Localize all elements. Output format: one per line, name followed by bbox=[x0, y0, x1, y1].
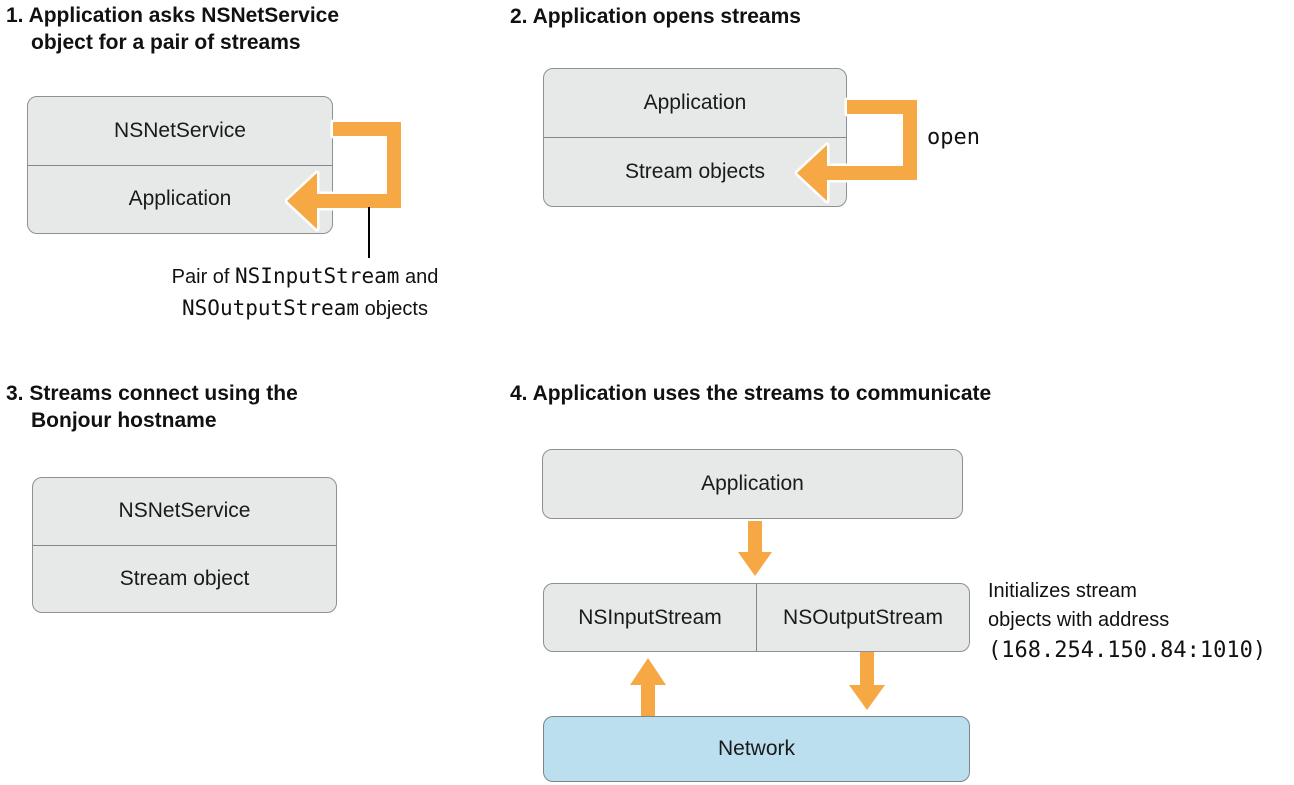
step3-box-top-cell: NSNetService bbox=[33, 478, 336, 545]
u-turn-arrow-icon bbox=[285, 119, 404, 232]
step2-box-bottom-label: Stream objects bbox=[624, 160, 766, 183]
step1-caption-line1: Pair of NSInputStream and bbox=[110, 261, 500, 293]
step4-note: Initializes stream objects with address … bbox=[988, 577, 1294, 666]
step4-network-label: Network bbox=[717, 737, 796, 760]
step2-box-bottom-cell: Stream objects bbox=[544, 137, 846, 206]
step4-network-cell: Network bbox=[544, 717, 969, 781]
callout-line bbox=[368, 207, 370, 258]
step4-inputstream-label: NSInputStream bbox=[578, 605, 722, 629]
step4-outputstream-cell: NSOutputStream bbox=[756, 584, 969, 651]
step1-caption-line2: NSOutputStream objects bbox=[110, 293, 500, 325]
step1-box-bottom-cell: Application bbox=[28, 164, 332, 234]
caption-code-nsinputstream: NSInputStream bbox=[235, 264, 400, 288]
step4-application-cell: Application bbox=[543, 450, 962, 518]
u-turn-arrow-icon bbox=[795, 97, 920, 204]
step4-outputstream-label: NSOutputStream bbox=[783, 605, 943, 629]
step1-caption: Pair of NSInputStream and NSOutputStream… bbox=[110, 261, 500, 325]
step1-heading: 1. Application asks NSNetService object … bbox=[6, 4, 340, 54]
step3-box-top-label: NSNetService bbox=[118, 499, 251, 523]
step4-streams-box: NSInputStream NSOutputStream bbox=[543, 583, 970, 652]
step3-box-bottom-cell: Stream object bbox=[33, 544, 336, 613]
step3-box: NSNetService Stream object bbox=[32, 477, 337, 613]
step4-note-address: (168.254.150.84:1010) bbox=[988, 638, 1267, 663]
arrow-down-icon bbox=[738, 521, 772, 576]
step3-box-bottom-label: Stream object bbox=[119, 566, 250, 590]
step4-note-line1: Initializes stream bbox=[988, 580, 1137, 602]
caption-text: Pair of bbox=[171, 266, 236, 288]
arrow-down-icon bbox=[849, 652, 885, 710]
caption-text: and bbox=[399, 266, 439, 288]
step4-application-label: Application bbox=[701, 472, 804, 495]
caption-code-nsoutputstream: NSOutputStream bbox=[182, 296, 360, 320]
arrow-up-icon bbox=[630, 658, 666, 718]
step1-box-top-cell: NSNetService bbox=[28, 97, 332, 165]
caption-text: objects bbox=[359, 298, 428, 320]
step3-heading: 3. Streams connect using the Bonjour hos… bbox=[6, 382, 298, 432]
step2-box: Application Stream objects bbox=[543, 68, 847, 207]
step1-box-bottom-label: Application bbox=[128, 187, 232, 211]
step2-box-top-cell: Application bbox=[544, 69, 846, 137]
step1-box: NSNetService Application bbox=[27, 96, 333, 234]
step4-heading: 4. Application uses the streams to commu… bbox=[510, 382, 992, 405]
step1-box-top-label: NSNetService bbox=[114, 118, 246, 142]
step4-inputstream-cell: NSInputStream bbox=[544, 584, 756, 651]
step4-note-line2: objects with address bbox=[988, 609, 1170, 631]
step2-box-top-label: Application bbox=[643, 91, 747, 114]
step2-heading: 2. Application opens streams bbox=[510, 5, 801, 28]
step2-arrow-label: open bbox=[927, 125, 980, 150]
step4-application-box: Application bbox=[542, 449, 963, 519]
step4-network-box: Network bbox=[543, 716, 970, 782]
